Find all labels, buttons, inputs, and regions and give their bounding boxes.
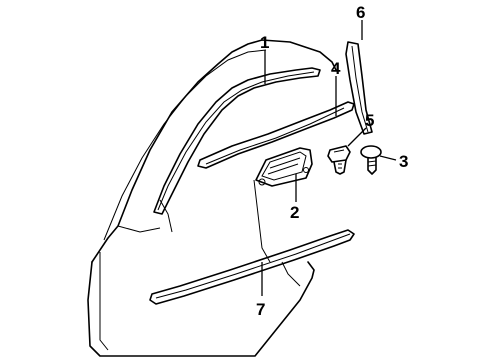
callout-5: 5 [365, 111, 374, 130]
callout-2: 2 [290, 203, 299, 222]
leader-lines [261, 20, 397, 296]
callout-6: 6 [356, 3, 365, 22]
callout-1: 1 [260, 33, 269, 52]
belt-molding [197, 101, 355, 169]
callout-3: 3 [399, 152, 408, 171]
callout-4: 4 [331, 59, 341, 78]
clip-fastener [327, 145, 351, 175]
leader-5 [347, 127, 367, 147]
screw-fastener [360, 145, 382, 175]
leader-3 [379, 155, 397, 161]
door-handle-assembly [255, 147, 313, 187]
body-side-molding [149, 229, 355, 305]
door-shell [87, 39, 337, 357]
callout-7: 7 [256, 300, 265, 319]
pillar-molding [345, 41, 373, 135]
window-frame-molding [153, 67, 321, 215]
